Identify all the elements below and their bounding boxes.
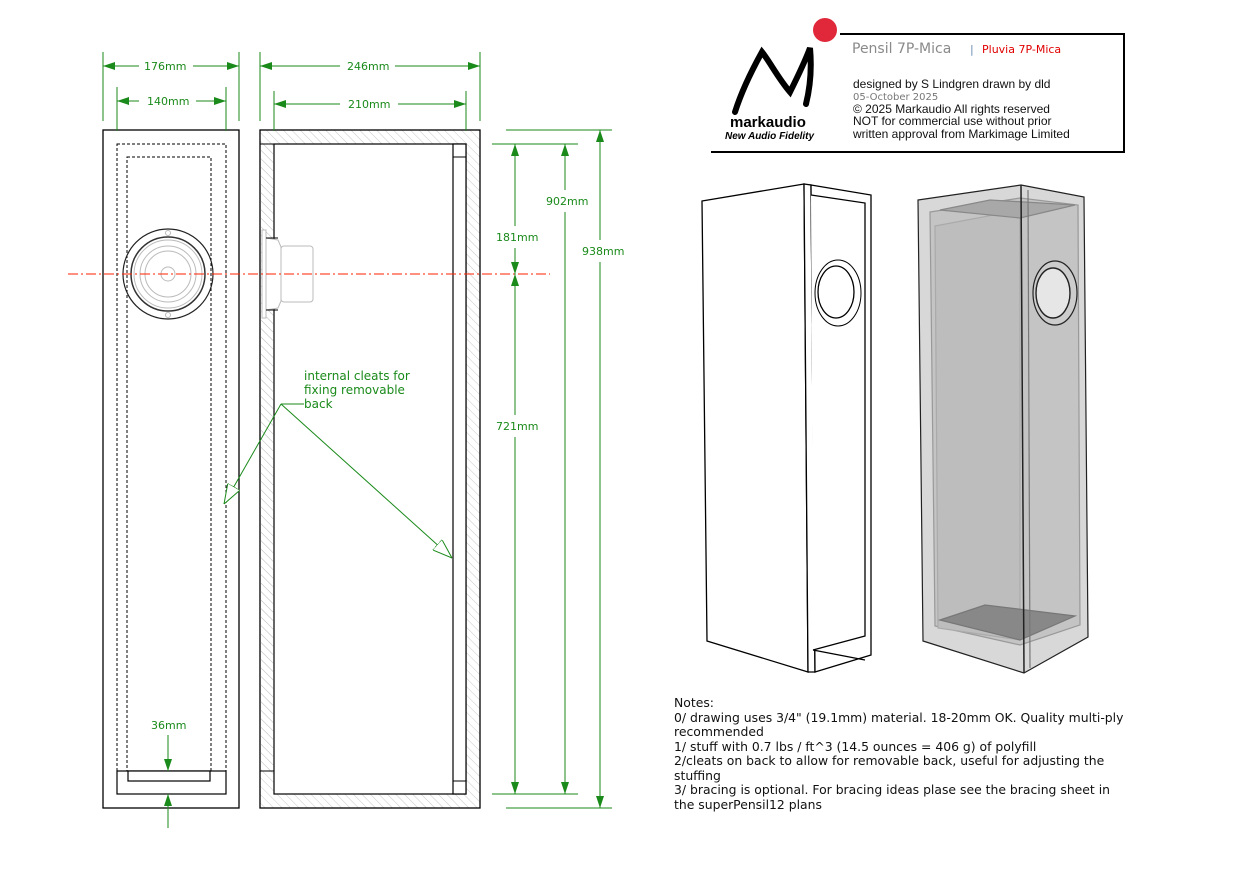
dim-176mm: 176mm bbox=[144, 60, 186, 73]
dim-902mm: 902mm bbox=[546, 195, 588, 208]
title-block: markaudio New Audio Fidelity Pensil 7P-M… bbox=[711, 18, 1125, 153]
note-item: 2/cleats on back to allow for removable … bbox=[674, 753, 1105, 783]
iso-view-solid bbox=[701, 183, 872, 673]
dim-36mm: 36mm bbox=[151, 719, 186, 732]
title-separator: | bbox=[970, 43, 974, 56]
variant-name: Pluvia 7P-Mica bbox=[982, 43, 1061, 56]
svg-text:markaudio: markaudio bbox=[730, 114, 806, 131]
svg-text:New Audio Fidelity: New Audio Fidelity bbox=[725, 131, 815, 142]
dim-938mm: 938mm bbox=[582, 245, 624, 258]
dim-721mm: 721mm bbox=[496, 420, 538, 433]
designer-credit: designed by S Lindgren drawn by dld bbox=[853, 77, 1050, 91]
svg-text:back: back bbox=[304, 397, 333, 411]
iso-view-transparent bbox=[917, 184, 1089, 674]
svg-text:internal cleats for: internal cleats for bbox=[304, 369, 410, 383]
cleat-annotation: internal cleats for fixing removable bac… bbox=[224, 369, 452, 558]
notes-heading: Notes: bbox=[674, 695, 714, 710]
front-view bbox=[102, 129, 240, 809]
dimension-lines bbox=[102, 52, 612, 828]
license-line-1: NOT for commercial use without prior bbox=[853, 114, 1052, 128]
dim-181mm: 181mm bbox=[496, 231, 538, 244]
dim-140mm: 140mm bbox=[147, 95, 189, 108]
drawing-date: 05-October 2025 bbox=[853, 92, 938, 103]
license-line-2: written approval from Markimage Limited bbox=[852, 127, 1070, 141]
model-name: Pensil 7P-Mica bbox=[852, 41, 951, 57]
note-item: 0/ drawing uses 3/4" (19.1mm) material. … bbox=[674, 709, 1124, 739]
side-section-view bbox=[259, 129, 481, 809]
note-item: 1/ stuff with 0.7 lbs / ft^3 (14.5 ounce… bbox=[674, 738, 1037, 754]
notes-section: Notes: 0/ drawing uses 3/4" (19.1mm) mat… bbox=[674, 695, 1134, 812]
markaudio-logo: markaudio New Audio Fidelity bbox=[725, 18, 837, 142]
svg-text:fixing removable: fixing removable bbox=[304, 383, 405, 397]
note-item: 3/ bracing is optional. For bracing idea… bbox=[674, 782, 1111, 812]
dim-210mm: 210mm bbox=[348, 98, 390, 111]
copyright: © 2025 Markaudio All rights reserved bbox=[853, 102, 1050, 116]
dim-246mm: 246mm bbox=[347, 60, 389, 73]
